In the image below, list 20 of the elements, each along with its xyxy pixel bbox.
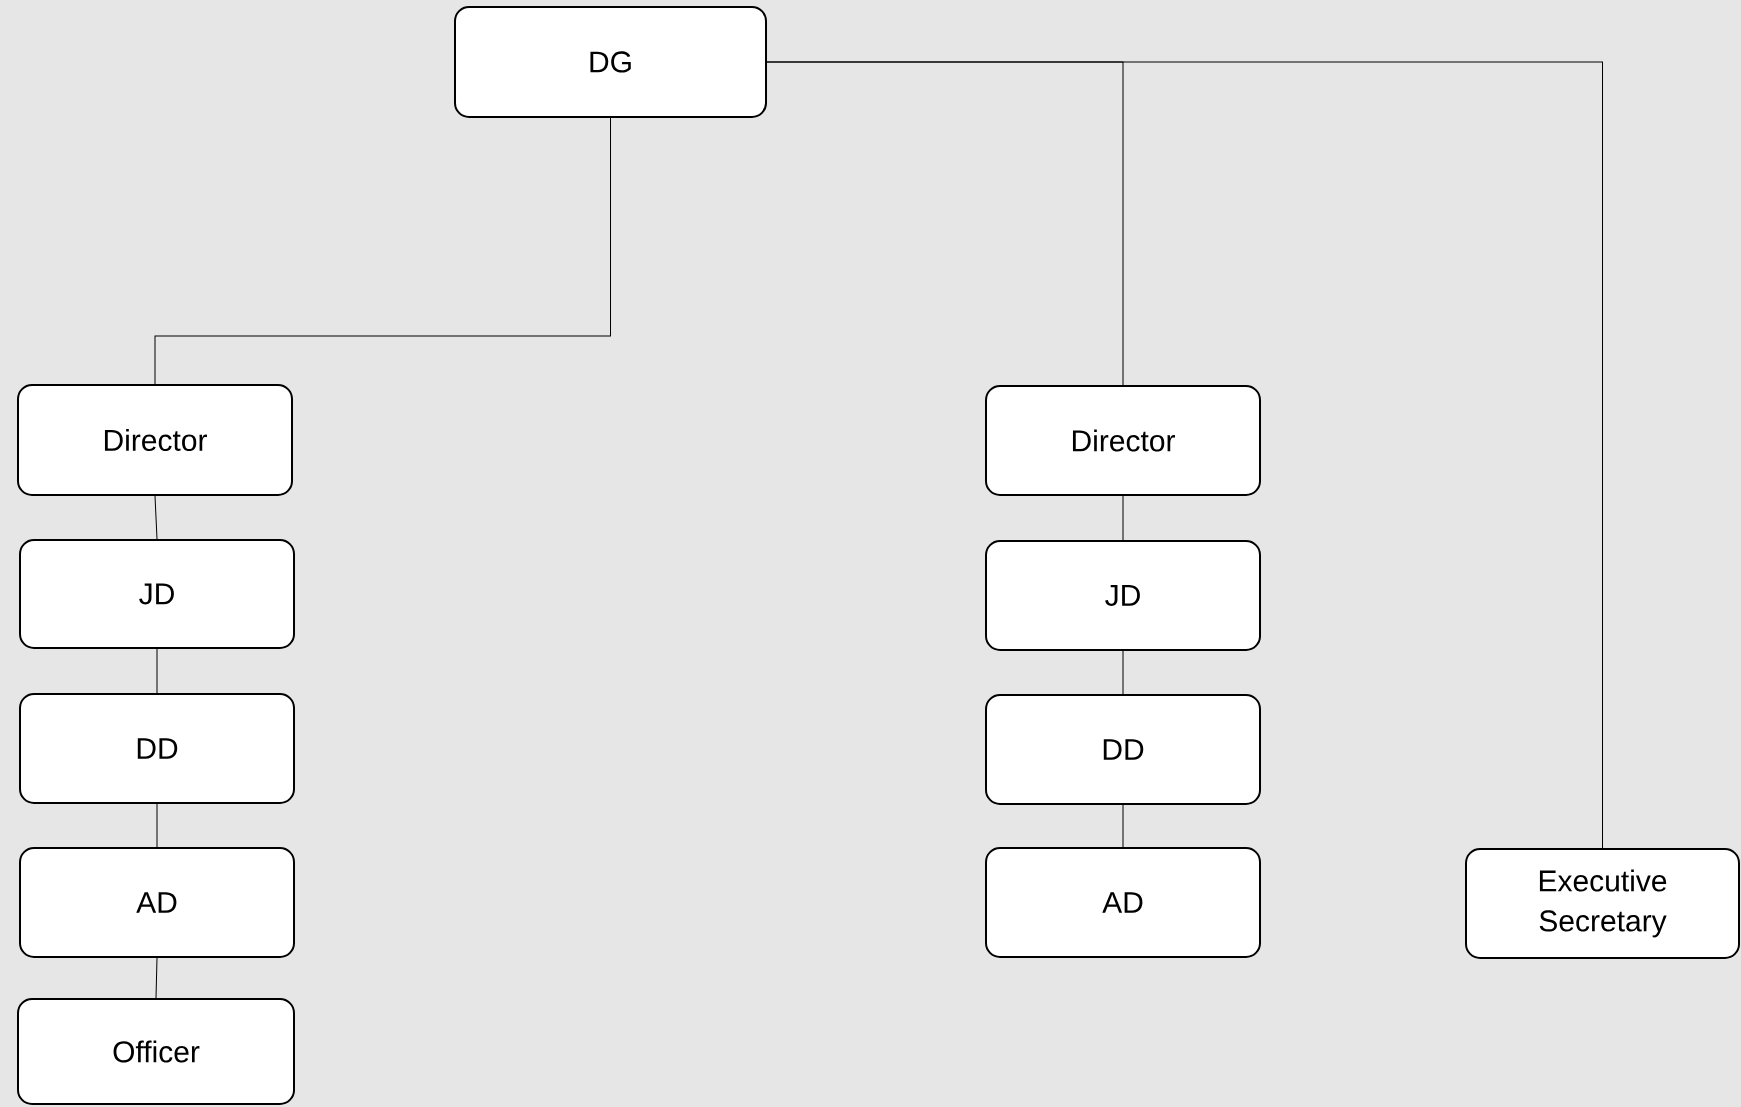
connector-line [766,61,1603,849]
org-box: AD [985,847,1261,958]
org-box: Director [17,384,293,496]
org-box: Executive Secretary [1465,848,1740,959]
org-box: AD [19,847,295,958]
connector-line [154,495,158,540]
connector-line [156,648,158,694]
connector-line [1122,804,1124,848]
org-box: Officer [17,998,295,1105]
connector-line [155,957,158,999]
org-box: DD [19,693,295,804]
connector-line [1122,495,1124,541]
org-box: Director [985,385,1261,496]
org-box: JD [985,540,1261,651]
connector-line [154,117,611,385]
connector-line [156,803,158,848]
org-box: DG [454,6,767,118]
org-box: JD [19,539,295,649]
connector-line [1122,650,1124,695]
org-box: DD [985,694,1261,805]
